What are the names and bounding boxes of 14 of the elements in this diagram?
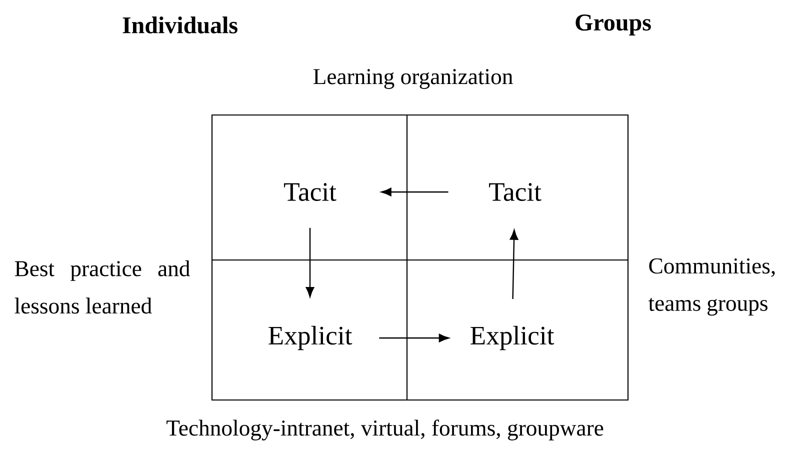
side-label: Learning organization (313, 69, 513, 89)
side-label: Best practice and lessons learned (14, 260, 190, 314)
side-label: Technology-intranet, virtual, forums, groupware (166, 420, 604, 440)
arrow (381, 188, 448, 196)
quadrant-label: Explicit (268, 326, 352, 350)
quadrant-label: Tacit (284, 183, 336, 201)
arrow (510, 230, 518, 299)
heading: Groups (576, 14, 651, 36)
quadrant-label: Explicit (470, 326, 554, 350)
arrow (379, 334, 450, 342)
arrow (306, 228, 314, 298)
side-label: Communities, teams groups (648, 258, 775, 316)
quadrant-label: Tacit (489, 183, 542, 201)
heading: Individuals (122, 16, 238, 34)
